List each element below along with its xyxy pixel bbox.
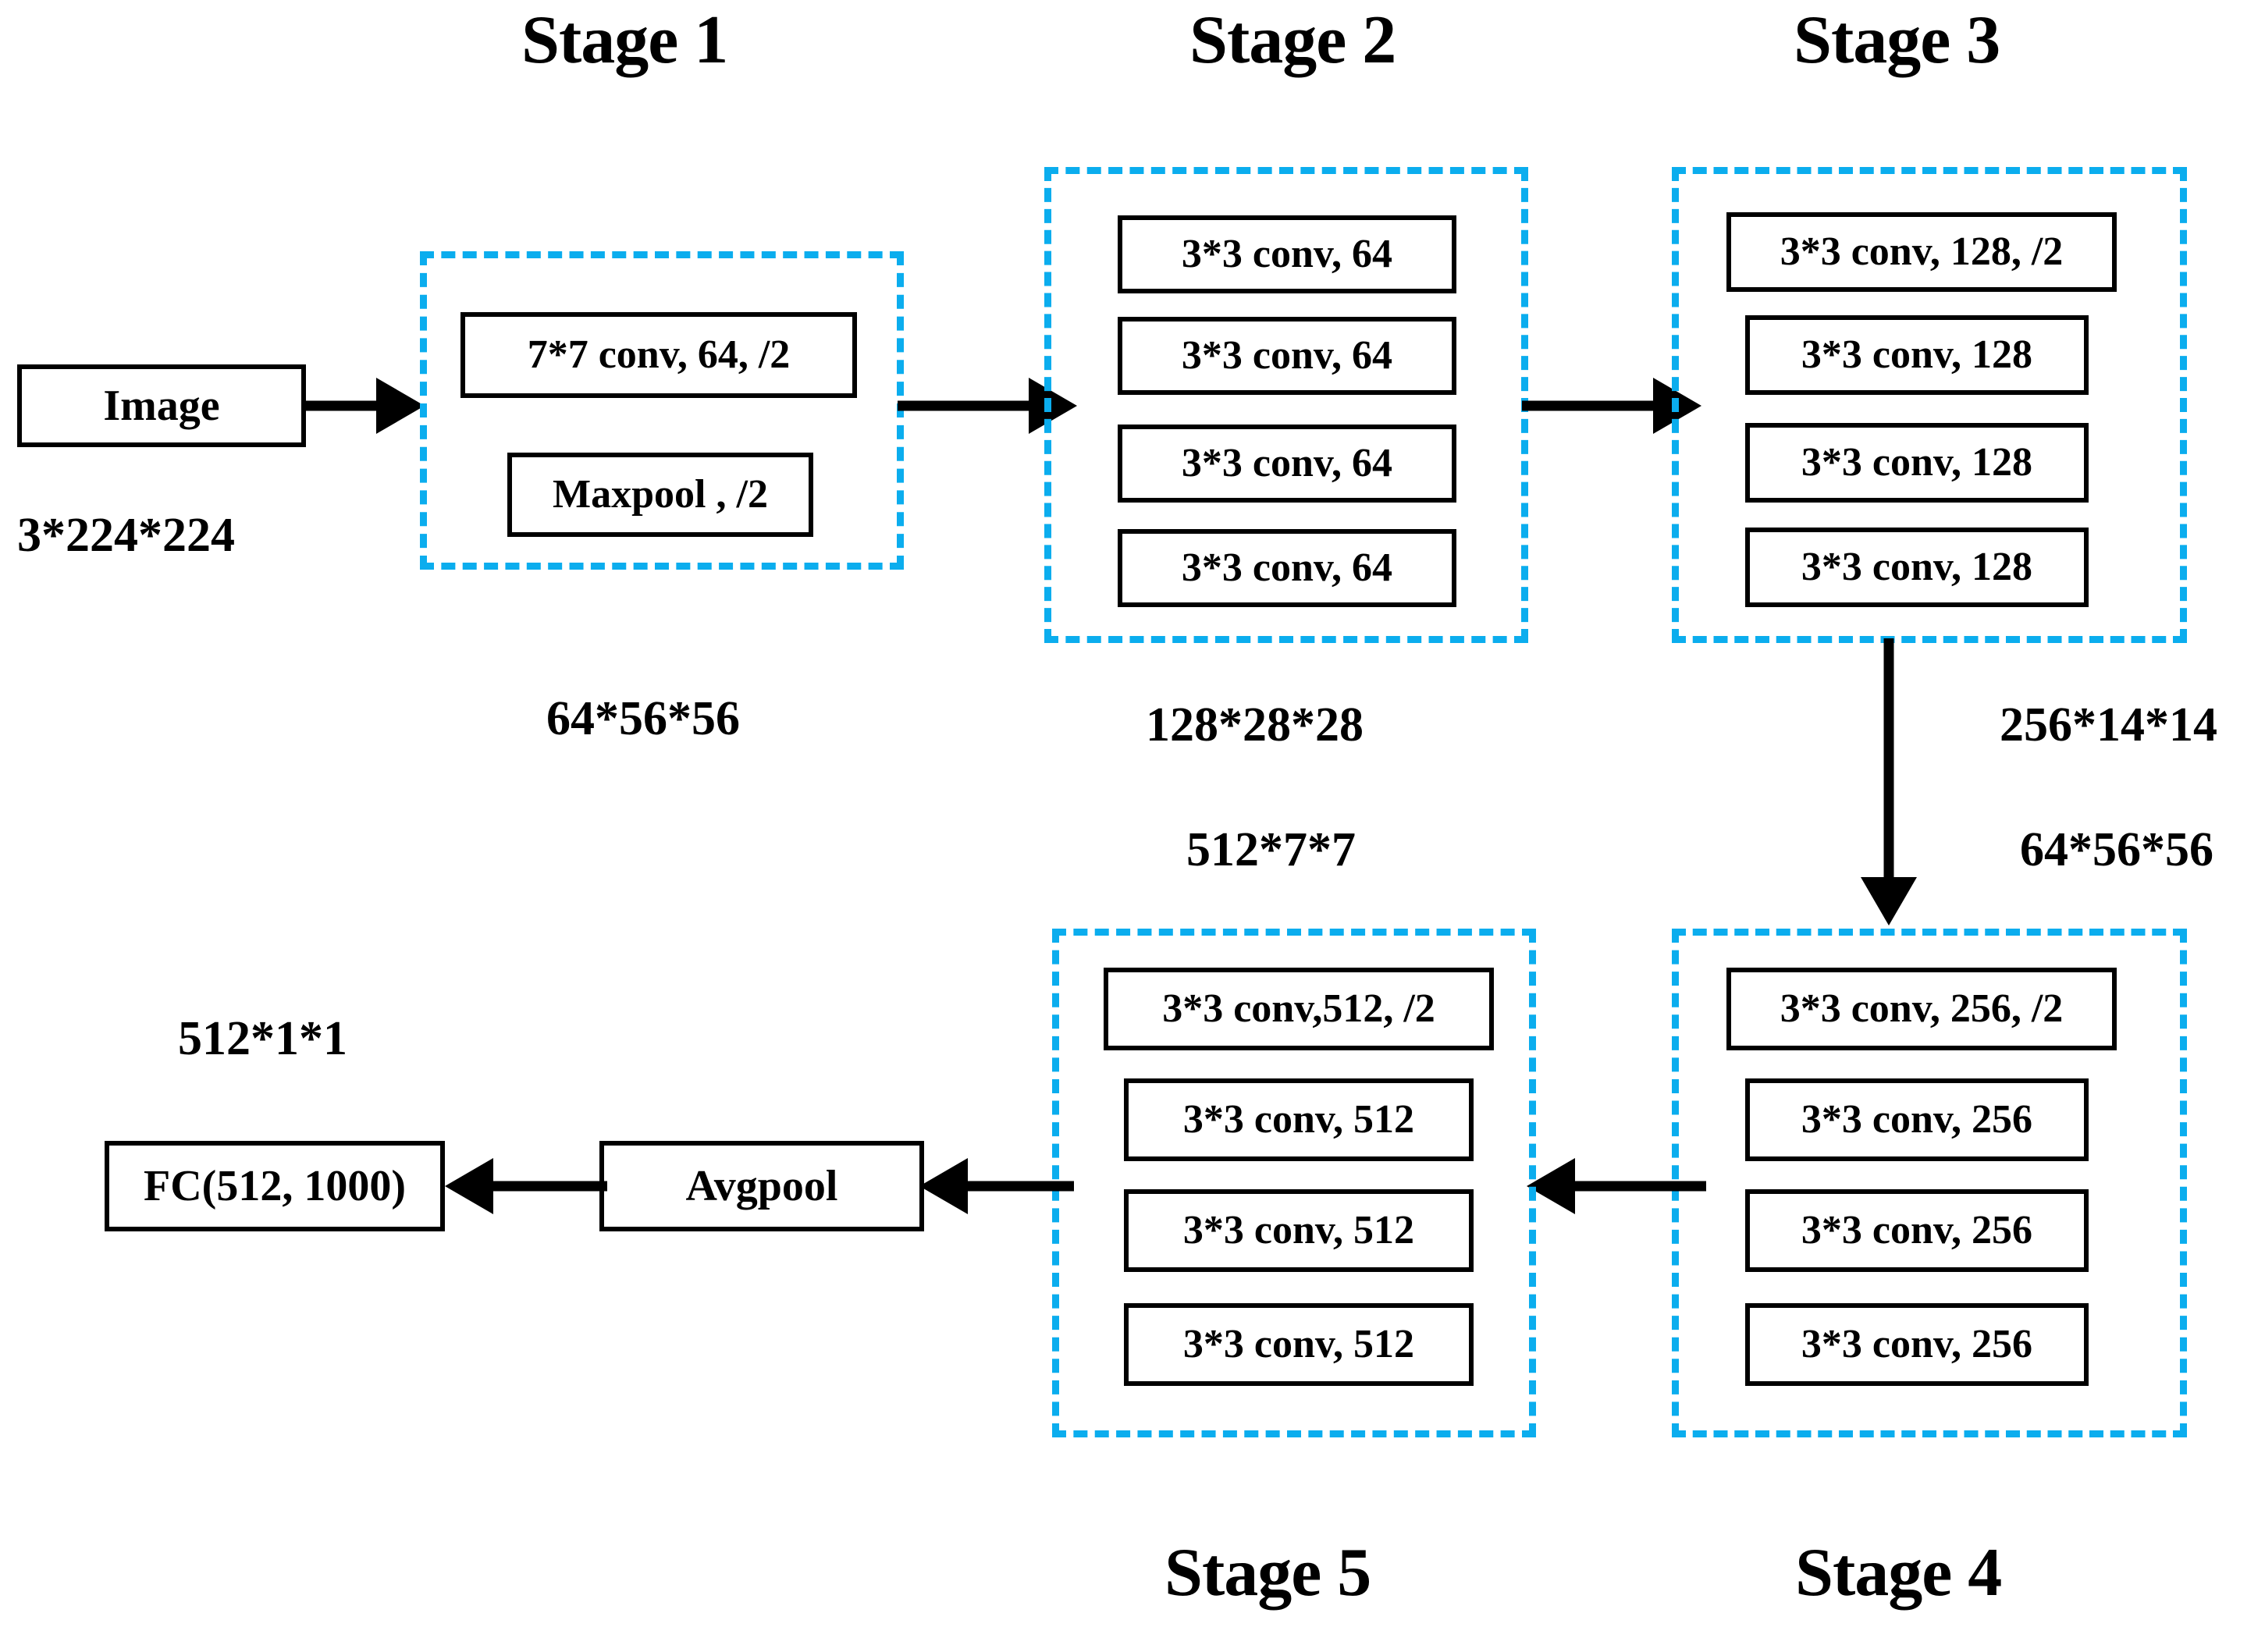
arrow-image-to-stage1 <box>306 375 425 437</box>
arrow-stage1-to-stage2 <box>898 375 1077 437</box>
stage-3-container <box>1672 167 2187 643</box>
stage1-layer-1[interactable]: Maxpool , /2 <box>507 453 813 537</box>
stage3-layer-2[interactable]: 3*3 conv, 128 <box>1745 423 2089 503</box>
stage1-output-dimension-label: 64*56*56 <box>546 692 740 745</box>
stage2-layer-0[interactable]: 3*3 conv, 64 <box>1118 215 1456 293</box>
stage2-layer-1[interactable]: 3*3 conv, 64 <box>1118 317 1456 395</box>
input-dimension-label: 3*224*224 <box>17 509 235 562</box>
stage5-layer-0[interactable]: 3*3 conv,512, /2 <box>1104 968 1494 1050</box>
stage2-layer-3[interactable]: 3*3 conv, 64 <box>1118 529 1456 607</box>
arrow-stage4-to-stage5 <box>1527 1155 1706 1217</box>
stage5-layer-2[interactable]: 3*3 conv, 512 <box>1124 1189 1474 1272</box>
stage-3-title: Stage 3 <box>1794 2 2000 78</box>
stage3-layer-3[interactable]: 3*3 conv, 128 <box>1745 528 2089 607</box>
stage3-output-dimension-label: 256*14*14 <box>2000 698 2217 751</box>
stage-2-title: Stage 2 <box>1189 2 1396 78</box>
arrow-stage3-to-stage4 <box>1858 638 1920 929</box>
stage4-layer-1[interactable]: 3*3 conv, 256 <box>1745 1078 2089 1161</box>
stage4-layer-3[interactable]: 3*3 conv, 256 <box>1745 1303 2089 1386</box>
stage5-layer-3[interactable]: 3*3 conv, 512 <box>1124 1303 1474 1386</box>
stage4-layer-0[interactable]: 3*3 conv, 256, /2 <box>1726 968 2117 1050</box>
stage3-layer-0[interactable]: 3*3 conv, 128, /2 <box>1726 212 2117 292</box>
stage3-layer-1[interactable]: 3*3 conv, 128 <box>1745 315 2089 395</box>
stage2-layer-2[interactable]: 3*3 conv, 64 <box>1118 425 1456 503</box>
stage-1-title: Stage 1 <box>521 2 728 78</box>
arrow-stage5-to-avgpool <box>919 1155 1074 1217</box>
stage-5-title: Stage 5 <box>1165 1535 1371 1611</box>
arrow-avgpool-to-fc <box>445 1155 607 1217</box>
avgpool-output-dimension-label: 512*1*1 <box>178 1012 347 1065</box>
image-node[interactable]: Image <box>17 364 306 447</box>
stage2-output-dimension-label: 128*28*28 <box>1146 698 1364 751</box>
avgpool-node[interactable]: Avgpool <box>599 1141 924 1231</box>
stage4-layer-2[interactable]: 3*3 conv, 256 <box>1745 1189 2089 1272</box>
stage5-output-dimension-label: 512*7*7 <box>1186 823 1356 876</box>
fc-node[interactable]: FC(512, 1000) <box>105 1141 445 1231</box>
stage1-layer-0[interactable]: 7*7 conv, 64, /2 <box>460 312 857 398</box>
stage5-layer-1[interactable]: 3*3 conv, 512 <box>1124 1078 1474 1161</box>
stage-4-title: Stage 4 <box>1795 1535 2002 1611</box>
stage3-secondary-dimension-label: 64*56*56 <box>2020 823 2213 876</box>
